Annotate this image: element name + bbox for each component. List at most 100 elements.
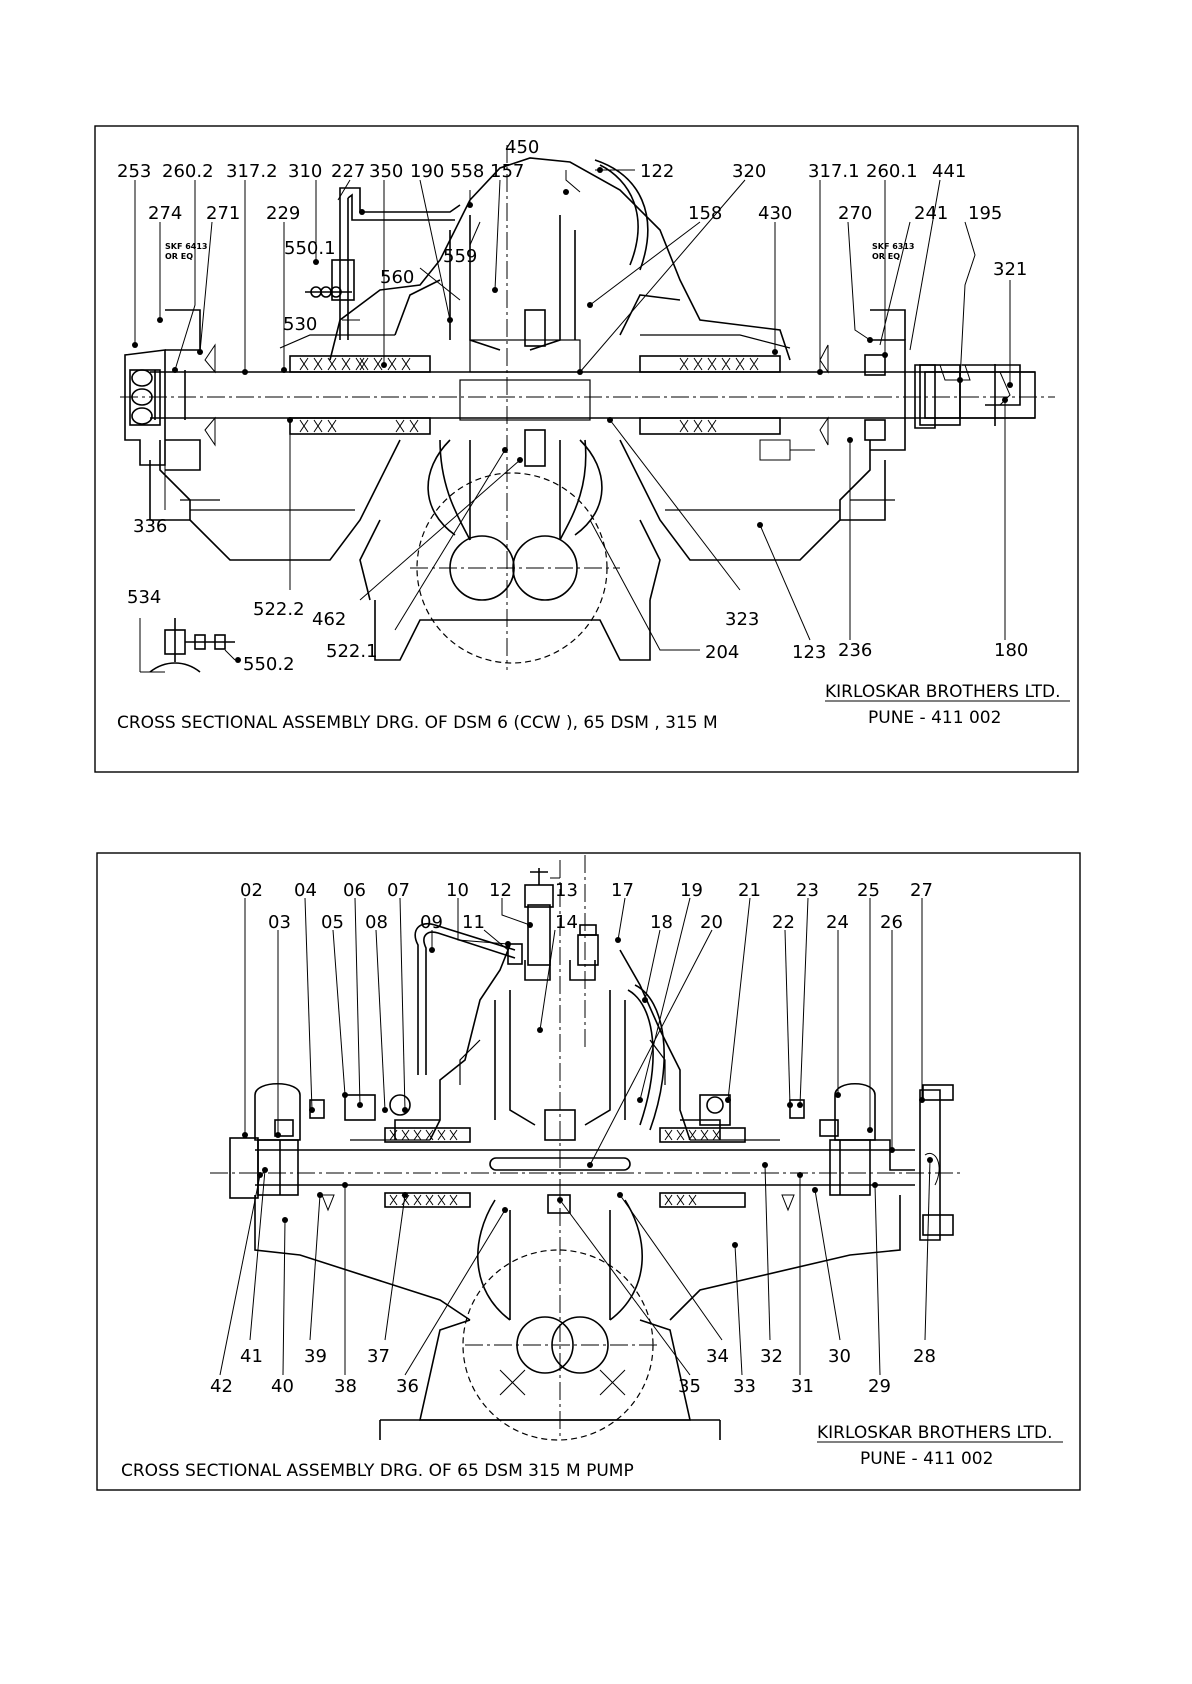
label-41: 41 <box>240 1346 263 1367</box>
label-462: 462 <box>312 609 346 630</box>
label-03: 03 <box>268 912 291 933</box>
label-33: 33 <box>733 1376 756 1397</box>
label-180: 180 <box>994 640 1028 661</box>
top-company-name: KIRLOSKAR BROTHERS LTD. <box>825 682 1061 702</box>
top-drawing: 450 253 260.2 317.2 310 227 350 190 558 … <box>94 125 1079 773</box>
label-274: 274 <box>148 203 182 224</box>
top-lower-casing <box>149 439 895 661</box>
bottom-drawing-frame <box>96 852 1081 1491</box>
top-leader-lines <box>134 169 1011 661</box>
bottom-casing <box>254 944 901 1440</box>
label-29: 29 <box>868 1376 891 1397</box>
label-122: 122 <box>640 161 674 182</box>
label-22: 22 <box>772 912 795 933</box>
bottom-leader-lines <box>219 877 931 1376</box>
label-24: 24 <box>826 912 849 933</box>
bottom-shaft <box>255 1140 915 1195</box>
label-04: 04 <box>294 880 317 901</box>
label-26: 26 <box>880 912 903 933</box>
label-260-1: 260.1 <box>866 161 918 182</box>
top-drawing-frame <box>94 125 1079 773</box>
label-236: 236 <box>838 640 872 661</box>
label-560: 560 <box>380 267 414 288</box>
label-02: 02 <box>240 880 263 901</box>
label-441: 441 <box>932 161 966 182</box>
bottom-bearing-housings <box>229 1083 954 1241</box>
top-shaft <box>150 364 1036 426</box>
top-part-labels: 450 253 260.2 317.2 310 227 350 190 558 … <box>117 137 1028 675</box>
label-271: 271 <box>206 203 240 224</box>
bottom-drawing-title: CROSS SECTIONAL ASSEMBLY DRG. OF 65 DSM … <box>121 1461 634 1481</box>
label-34: 34 <box>706 1346 729 1367</box>
bottom-title-block: KIRLOSKAR BROTHERS LTD. PUNE - 411 002 C… <box>121 1423 1063 1481</box>
bottom-leader-dots <box>242 922 933 1248</box>
label-32: 32 <box>760 1346 783 1367</box>
label-11: 11 <box>462 912 485 933</box>
label-06: 06 <box>343 880 366 901</box>
label-270: 270 <box>838 203 872 224</box>
label-10: 10 <box>446 880 469 901</box>
label-317-1: 317.1 <box>808 161 860 182</box>
bearing-note-right-1: SKF 6313 <box>872 242 914 251</box>
top-company-address: PUNE - 411 002 <box>868 708 1001 728</box>
label-09: 09 <box>420 912 443 933</box>
bottom-company-name: KIRLOSKAR BROTHERS LTD. <box>817 1423 1053 1443</box>
label-35: 35 <box>678 1376 701 1397</box>
bottom-stuffing-boxes <box>344 1094 746 1208</box>
label-320: 320 <box>732 161 766 182</box>
label-550-1: 550.1 <box>284 238 336 259</box>
bearing-note-left-1: SKF 6413 <box>165 242 207 251</box>
label-204: 204 <box>705 642 739 663</box>
label-40: 40 <box>271 1376 294 1397</box>
label-430: 430 <box>758 203 792 224</box>
label-227: 227 <box>331 161 365 182</box>
label-25: 25 <box>857 880 880 901</box>
label-17: 17 <box>611 880 634 901</box>
label-550-2: 550.2 <box>243 654 295 675</box>
label-30: 30 <box>828 1346 851 1367</box>
label-14: 14 <box>555 912 578 933</box>
label-522-1: 522.1 <box>326 641 378 662</box>
label-559: 559 <box>443 246 477 267</box>
bottom-company-address: PUNE - 411 002 <box>860 1449 993 1469</box>
label-20: 20 <box>700 912 723 933</box>
label-23: 23 <box>796 880 819 901</box>
top-right-fasteners <box>759 364 1021 461</box>
top-bearing-housings <box>124 309 971 471</box>
bottom-vent-valve <box>414 868 599 1075</box>
label-534: 534 <box>127 587 161 608</box>
label-13: 13 <box>555 880 578 901</box>
top-detail-vent <box>139 618 235 673</box>
bottom-part-labels: 02 04 06 07 10 12 13 17 19 21 23 25 27 0… <box>210 880 936 1397</box>
bottom-drawing: 02 04 06 07 10 12 13 17 19 21 23 25 27 0… <box>96 852 1081 1491</box>
label-36: 36 <box>396 1376 419 1397</box>
top-title-block: KIRLOSKAR BROTHERS LTD. PUNE - 411 002 C… <box>117 682 1070 733</box>
label-21: 21 <box>738 880 761 901</box>
label-07: 07 <box>387 880 410 901</box>
label-195: 195 <box>968 203 1002 224</box>
bearing-note-right-2: OR EQ <box>872 252 900 261</box>
label-12: 12 <box>489 880 512 901</box>
label-158: 158 <box>688 203 722 224</box>
top-impeller-volute <box>416 215 608 664</box>
label-157: 157 <box>490 161 524 182</box>
top-stuffing-boxes <box>289 355 781 435</box>
label-39: 39 <box>304 1346 327 1367</box>
label-253: 253 <box>117 161 151 182</box>
label-27: 27 <box>910 880 933 901</box>
label-31: 31 <box>791 1376 814 1397</box>
label-321: 321 <box>993 259 1027 280</box>
label-28: 28 <box>913 1346 936 1367</box>
top-leader-dots <box>132 167 1013 663</box>
label-558: 558 <box>450 161 484 182</box>
label-18: 18 <box>650 912 673 933</box>
label-190: 190 <box>410 161 444 182</box>
label-350: 350 <box>369 161 403 182</box>
label-05: 05 <box>321 912 344 933</box>
top-balance-pipe <box>305 159 649 340</box>
label-08: 08 <box>365 912 388 933</box>
label-19: 19 <box>680 880 703 901</box>
label-241: 241 <box>914 203 948 224</box>
label-42: 42 <box>210 1376 233 1397</box>
